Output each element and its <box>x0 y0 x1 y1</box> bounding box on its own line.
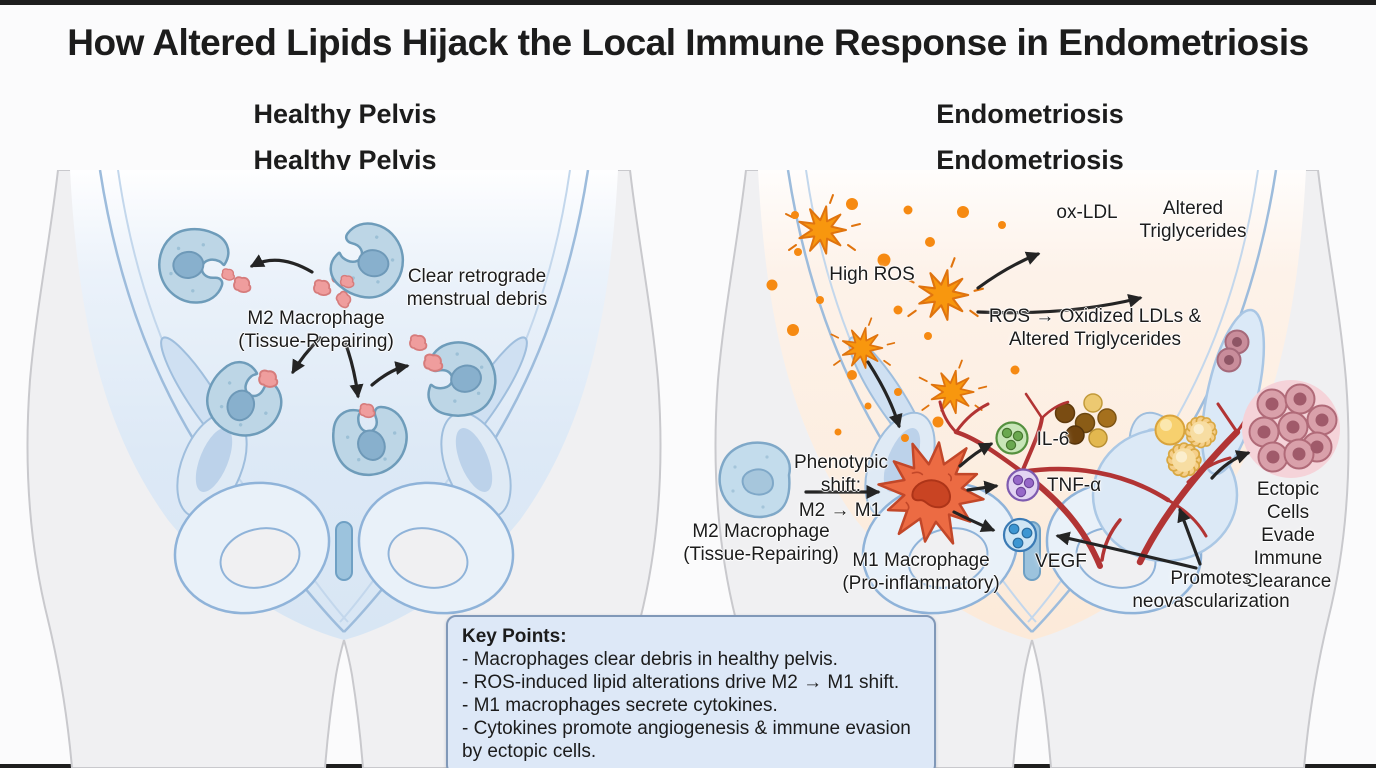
neovascularization-label: Promotes neovascularization <box>1132 568 1290 612</box>
il6-vesicle <box>995 421 1029 455</box>
ros-bursts <box>766 194 1020 471</box>
m2-macrophage-label-left: M2 Macrophage (Tissue-Repairing) <box>238 308 394 352</box>
ectopic-cells-label: Ectopic Cells Evade Immune Clearance <box>1244 479 1332 592</box>
high-ros-label: High ROS <box>829 264 915 285</box>
m2-macrophage-label-right: M2 Macrophage (Tissue-Repairing) <box>683 521 839 565</box>
clear-debris-label: Clear retrograde menstrual debris <box>406 266 548 310</box>
il6-label: IL-6 <box>1036 429 1070 450</box>
left-panel-heading: Healthy Pelvis <box>253 99 437 129</box>
left-panel-illustration <box>26 170 662 768</box>
key-point-item: - ROS-induced lipid alterations drive M2… <box>462 672 900 693</box>
right-panel-illustration <box>714 170 1350 768</box>
key-point-item: - M1 macrophages secrete cytokines. <box>462 695 778 716</box>
tnf-alpha-label: TNF-α <box>1046 475 1102 496</box>
top-border-bar <box>0 0 1376 5</box>
ros-dots <box>766 198 1020 471</box>
key-point-item: - Macrophages clear debris in healthy pe… <box>462 649 838 670</box>
main-title: How Altered Lipids Hijack the Local Immu… <box>67 22 1309 63</box>
ros-reaction-label: ROS → Oxidized LDLs & Altered Triglyceri… <box>988 306 1202 350</box>
key-points-heading: Key Points: <box>462 626 567 647</box>
phagocytosis-arrows <box>249 254 410 399</box>
neovascularization-vessels <box>938 392 1254 569</box>
ectopic-cell-cluster <box>1242 380 1340 478</box>
ox-ldl-label: ox-LDL <box>1056 202 1118 223</box>
m1-macrophage-label: M1 Macrophage (Pro-inflammatory) <box>842 550 1000 594</box>
key-points-box: Key Points: - Macrophages clear debris i… <box>446 615 936 768</box>
process-arrows <box>804 251 1251 570</box>
vegf-vesicle <box>1002 517 1038 553</box>
phenotypic-shift-label: Phenotypic shift: <box>793 452 889 496</box>
altered-triglycerides-label: Altered Triglycerides <box>1139 198 1247 242</box>
altered-triglyceride-particles <box>1154 414 1218 478</box>
m2-macrophage-cell-right <box>718 441 792 519</box>
vegf-label: VEGF <box>1035 551 1087 572</box>
right-panel-heading: Endometriosis <box>936 99 1124 129</box>
shift-direction-label: M2 → M1 <box>798 500 882 521</box>
tnf-vesicle <box>1006 468 1040 502</box>
fallopian-tube-with-ectopic-cells <box>1200 308 1266 476</box>
anatomy-illustration <box>26 170 1350 768</box>
key-point-item: - Cytokines promote angiogenesis & immun… <box>462 718 911 762</box>
ox-ldl-particles <box>1054 393 1117 448</box>
